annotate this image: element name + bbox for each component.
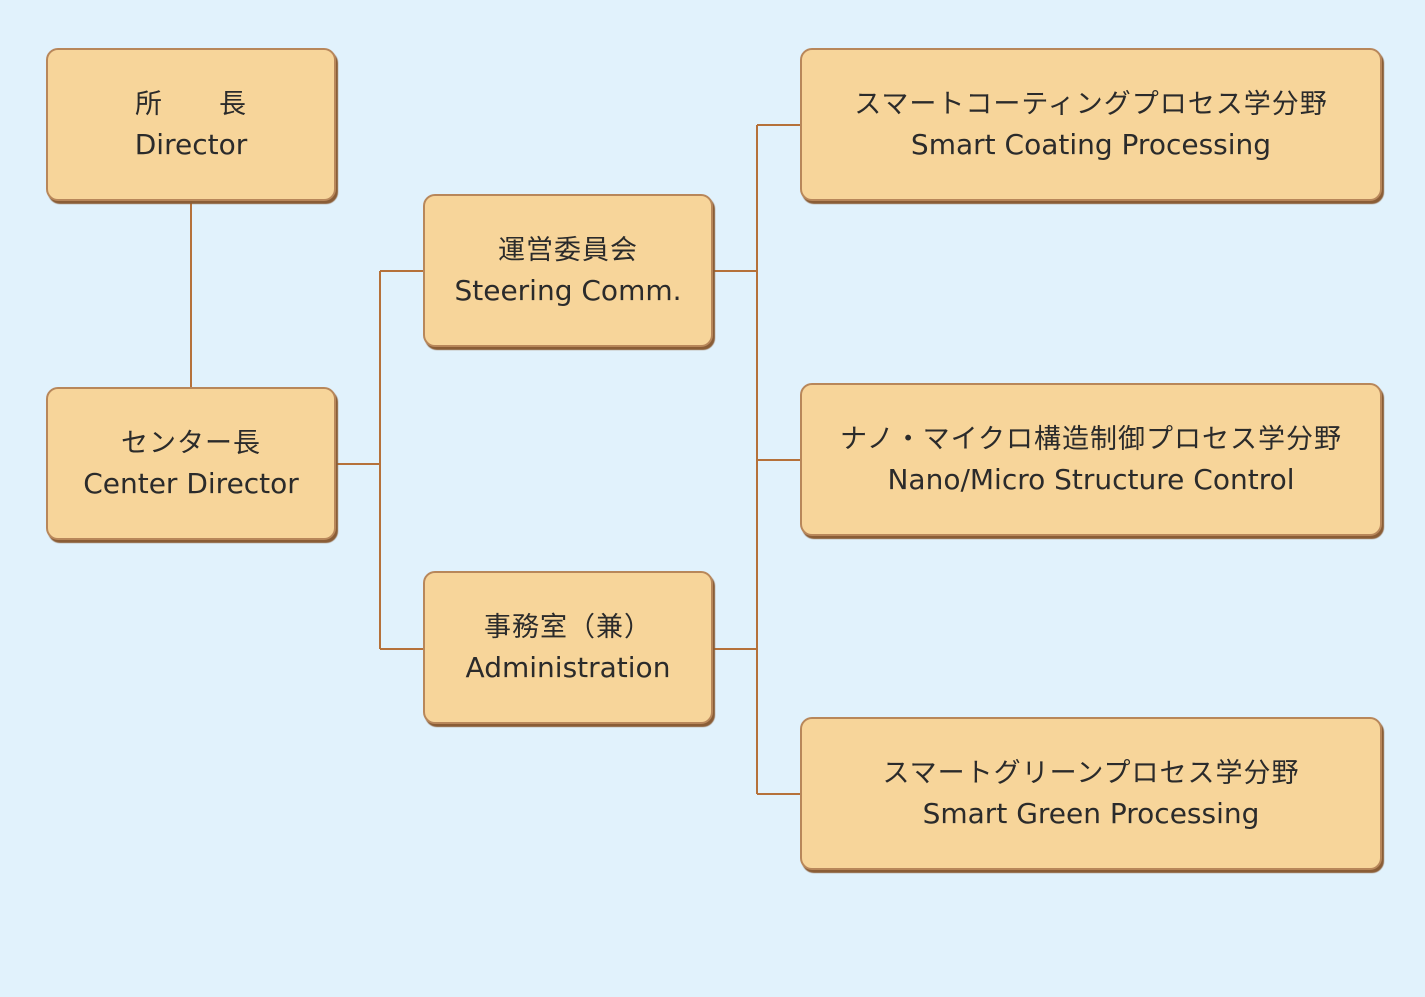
green-label-jp: スマートグリーンプロセス学分野 bbox=[882, 757, 1300, 789]
green-label-en: Smart Green Processing bbox=[922, 796, 1260, 830]
center-director-box: センター長 Center Director bbox=[46, 387, 336, 540]
smart-coating-box: スマートコーティングプロセス学分野 Smart Coating Processi… bbox=[800, 48, 1382, 201]
admin-label-jp: 事務室（兼） bbox=[484, 611, 652, 643]
director-label-jp: 所 長 bbox=[135, 88, 247, 120]
steering-label-jp: 運営委員会 bbox=[498, 234, 638, 266]
administration-box: 事務室（兼） Administration bbox=[423, 571, 713, 724]
director-box: 所 長 Director bbox=[46, 48, 336, 201]
steering-label-en: Steering Comm. bbox=[454, 273, 682, 307]
director-label-en: Director bbox=[134, 127, 248, 161]
nano-micro-box: ナノ・マイクロ構造制御プロセス学分野 Nano/Micro Structure … bbox=[800, 383, 1382, 536]
nano-label-jp: ナノ・マイクロ構造制御プロセス学分野 bbox=[839, 423, 1343, 455]
coating-label-en: Smart Coating Processing bbox=[910, 127, 1272, 161]
nano-label-en: Nano/Micro Structure Control bbox=[887, 462, 1295, 496]
coating-label-jp: スマートコーティングプロセス学分野 bbox=[854, 88, 1328, 120]
smart-green-box: スマートグリーンプロセス学分野 Smart Green Processing bbox=[800, 717, 1382, 870]
center-director-label-en: Center Director bbox=[83, 466, 299, 500]
center-director-label-jp: センター長 bbox=[121, 427, 261, 459]
steering-committee-box: 運営委員会 Steering Comm. bbox=[423, 194, 713, 347]
admin-label-en: Administration bbox=[465, 650, 671, 684]
